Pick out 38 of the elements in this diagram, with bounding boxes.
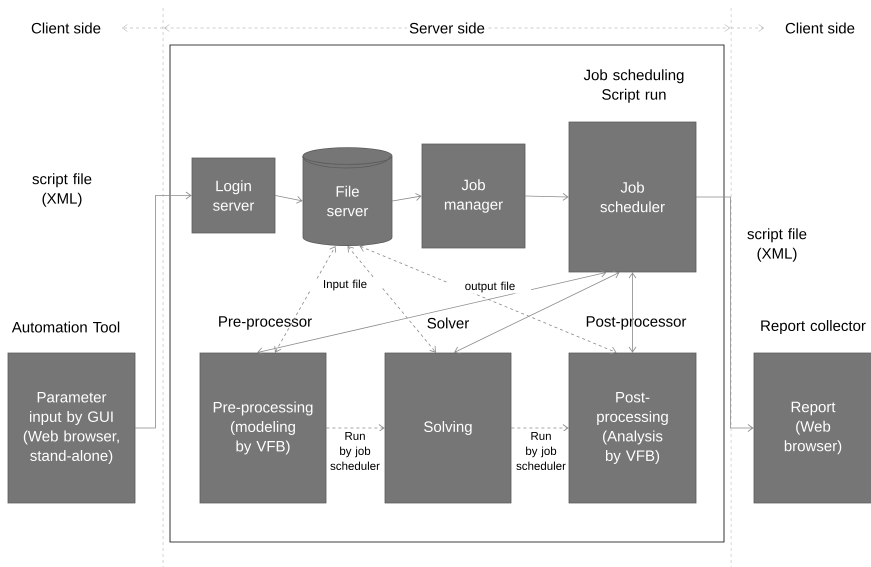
heading: Solver	[427, 317, 469, 328]
arrow	[525, 192, 569, 201]
edge-label: script file (XML)	[32, 173, 92, 207]
process-box: Parameter input by GUI (Web browser, stand-alone)	[8, 352, 136, 504]
side-label: Client side	[29, 20, 104, 36]
heading: Pre-processor	[219, 316, 312, 330]
arrow	[135, 192, 192, 428]
arrow	[696, 196, 754, 432]
arrow	[275, 195, 303, 204]
edge-label: Run by job scheduler	[516, 432, 566, 470]
arrow	[257, 270, 606, 356]
edge-label: Input file	[324, 280, 367, 290]
edge-label: Run by job scheduler	[330, 432, 380, 470]
edge-label: script file (XML)	[747, 228, 806, 262]
process-box: Post-processing (Analysis by VFB)	[568, 352, 696, 504]
arrow	[628, 272, 636, 353]
arrow	[326, 424, 385, 432]
side-label: Client side	[782, 20, 858, 36]
process-box: Job scheduler	[568, 122, 696, 272]
heading: Job scheduling Script run	[584, 69, 684, 103]
storage-cylinder: File server	[302, 147, 392, 246]
arrow	[360, 244, 616, 354]
server-frame	[170, 44, 724, 542]
side-label: Server side	[407, 20, 487, 36]
heading: Post-processor	[586, 316, 686, 330]
heading: Report collector	[761, 320, 866, 334]
arrow	[511, 424, 569, 432]
arrow	[392, 193, 422, 202]
process-box: Pre-processing (modeling by VFB)	[200, 352, 326, 504]
arrow	[348, 246, 436, 353]
heading: Automation Tool	[12, 321, 120, 332]
edge-label: output file	[465, 282, 515, 292]
process-box: Solving	[384, 352, 512, 504]
arrow	[274, 246, 336, 353]
process-box: Report (Web browser)	[754, 352, 871, 504]
arrow	[454, 271, 620, 354]
process-box: Job manager	[422, 144, 526, 248]
process-box: Login server	[192, 158, 276, 234]
